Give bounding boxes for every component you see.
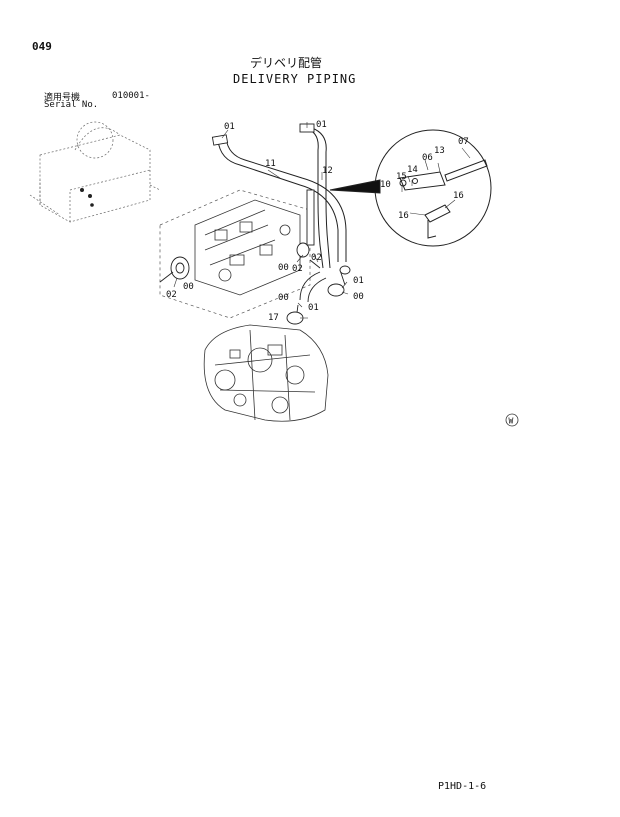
callout-label: 02 bbox=[292, 264, 303, 274]
callout-label: 01 bbox=[308, 303, 319, 313]
callout-label: 02 bbox=[311, 253, 322, 263]
callout-label: 10 bbox=[380, 180, 391, 190]
machine-overview-sketch bbox=[29, 121, 161, 223]
callout-label: 17 bbox=[268, 313, 279, 323]
callout-label: 01 bbox=[316, 120, 327, 130]
callout-label: 13 bbox=[434, 146, 445, 156]
callout-label: 02 bbox=[166, 290, 177, 300]
serial-range: 010001- bbox=[112, 91, 150, 101]
fittings bbox=[159, 123, 351, 325]
callout-label: 06 bbox=[422, 153, 433, 163]
delivery-hose-11 bbox=[217, 137, 347, 262]
title-japanese: デリベリ配管 bbox=[250, 56, 323, 70]
serial-label-english: Serial No. bbox=[44, 100, 99, 110]
callout-label: 07 bbox=[458, 137, 469, 147]
callout-label: 16 bbox=[398, 211, 409, 221]
callout-label: 00 bbox=[353, 292, 364, 302]
callout-label: 01 bbox=[224, 122, 235, 132]
callout-label: 01 bbox=[353, 276, 364, 286]
serial-label-japanese: 適用号機 bbox=[44, 93, 81, 103]
leader-lines bbox=[173, 122, 471, 319]
control-valve-outline bbox=[159, 189, 311, 319]
callout-label: 00 bbox=[183, 282, 194, 292]
footer-code: P1HD-1-6 bbox=[438, 781, 487, 792]
svg-text:W: W bbox=[509, 417, 514, 426]
callout-label: 16 bbox=[453, 191, 464, 201]
title-english: DELIVERY PIPING bbox=[233, 72, 357, 86]
callout-label: 00 bbox=[278, 293, 289, 303]
detail-circle bbox=[329, 129, 492, 247]
callout-label: 11 bbox=[265, 159, 276, 169]
callout-labels: 01 11 01 12 02 00 02 00 00 02 01 00 01 1… bbox=[166, 120, 469, 323]
callout-label: 15 bbox=[396, 172, 407, 182]
control-valve-block bbox=[194, 199, 301, 296]
machine-overview-highlight bbox=[80, 188, 94, 207]
pump-assembly bbox=[203, 324, 329, 422]
callout-label: 14 bbox=[407, 165, 418, 175]
page-number: 049 bbox=[32, 40, 52, 53]
callout-label: 00 bbox=[278, 263, 289, 273]
watermark-symbol: W bbox=[505, 413, 519, 427]
callout-label: 12 bbox=[322, 166, 333, 176]
